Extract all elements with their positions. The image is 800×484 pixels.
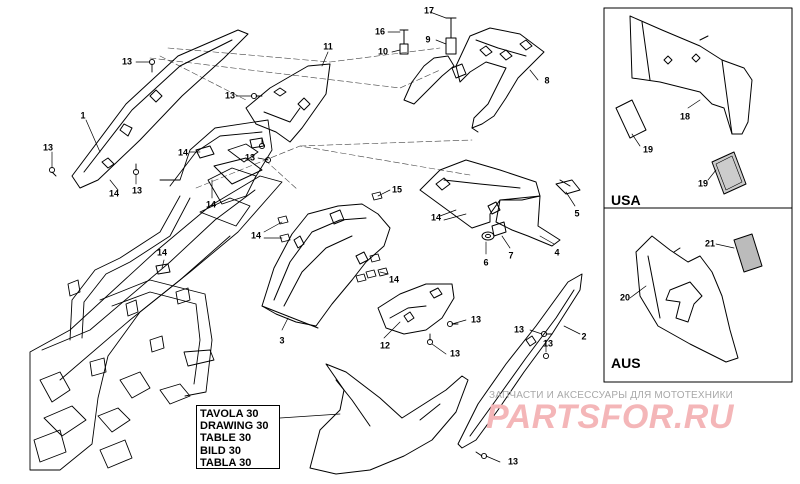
callout-21: 21 — [704, 238, 716, 249]
part-12-undertray — [377, 283, 455, 335]
callout-2: 2 — [581, 331, 587, 342]
rear-frame — [29, 119, 283, 471]
callout-10: 10 — [377, 46, 389, 57]
callout-13: 13 — [449, 348, 461, 359]
callout-13: 13 — [131, 185, 143, 196]
part-20-plate-holder-aus — [635, 235, 739, 363]
callout-14: 14 — [177, 147, 189, 158]
part-18-plate-holder-usa — [629, 15, 753, 135]
callout-18: 18 — [679, 111, 691, 122]
lower-fairing-panel — [309, 363, 469, 475]
callout-13: 13 — [121, 56, 133, 67]
part-1-side-cover-left — [71, 29, 249, 189]
table-label-en-drawing: DRAWING 30 — [200, 420, 269, 433]
callout-13: 13 — [542, 338, 554, 349]
part-11-tail-cover — [245, 63, 331, 143]
callout-16: 16 — [374, 26, 386, 37]
watermark-logo: PARTSFOR.RU — [486, 398, 734, 436]
part-21-reflector — [733, 233, 763, 273]
table-reference-box: TAVOLA 30 DRAWING 30 TABLE 30 BILD 30 TA… — [196, 405, 280, 469]
clips-part-14 — [277, 191, 389, 283]
callout-13: 13 — [244, 152, 256, 163]
spacer-and-bolts — [399, 17, 467, 105]
part-14-brackets — [155, 137, 265, 275]
callout-1: 1 — [80, 110, 86, 121]
aus-panel-border — [603, 207, 793, 383]
dashed-reference-lines — [149, 47, 473, 191]
callout-13: 13 — [513, 324, 525, 335]
table-label-en-table: TABLE 30 — [200, 432, 252, 445]
bolts-part-13 — [48, 58, 553, 460]
callout-8: 8 — [544, 75, 550, 86]
part-19-reflector-right — [711, 151, 747, 195]
callout-14: 14 — [388, 274, 400, 285]
callout-4: 4 — [554, 247, 560, 258]
callout-9: 9 — [425, 34, 431, 45]
callout-13: 13 — [470, 314, 482, 325]
part-8-grab-handle — [455, 27, 545, 133]
callout-7: 7 — [508, 250, 514, 261]
callout-17: 17 — [423, 5, 435, 16]
part-5-clip — [555, 179, 581, 195]
callout-11: 11 — [323, 41, 333, 52]
callout-6: 6 — [483, 257, 489, 268]
table-label-de: BILD 30 — [200, 444, 241, 457]
callout-3: 3 — [279, 335, 285, 346]
callout-5: 5 — [574, 208, 580, 219]
part-2-side-cover-right — [457, 273, 583, 449]
leader-lines — [51, 11, 581, 463]
aus-label: AUS — [611, 355, 641, 371]
callout-14: 14 — [156, 247, 168, 258]
callout-20: 20 — [619, 292, 631, 303]
callout-12: 12 — [379, 340, 391, 351]
callout-14: 14 — [205, 199, 217, 210]
part-19-reflector-left — [615, 99, 647, 139]
callout-13: 13 — [507, 456, 519, 467]
callout-13: 13 — [224, 90, 236, 101]
usa-label: USA — [611, 192, 641, 208]
part-3-rear-mudguard — [261, 203, 391, 329]
callout-19: 19 — [642, 144, 654, 155]
callout-19: 19 — [697, 178, 709, 189]
part-7-bushing — [491, 221, 507, 237]
callout-13: 13 — [42, 142, 54, 153]
right-panel-leaders — [629, 99, 735, 299]
callout-14: 14 — [430, 212, 442, 223]
table-label-it: TAVOLA 30 — [200, 408, 259, 420]
part-6-grommet — [481, 231, 495, 241]
part-4-rear-fender-bracket — [419, 159, 561, 247]
table-label-es: TABLA 30 — [200, 456, 252, 469]
callout-15: 15 — [391, 184, 403, 195]
watermark-caption: ЗАПЧАСТИ И АКСЕССУАРЫ ДЛЯ МОТОТЕХНИКИ — [489, 390, 734, 401]
callout-14: 14 — [250, 230, 262, 241]
callout-14: 14 — [108, 188, 120, 199]
